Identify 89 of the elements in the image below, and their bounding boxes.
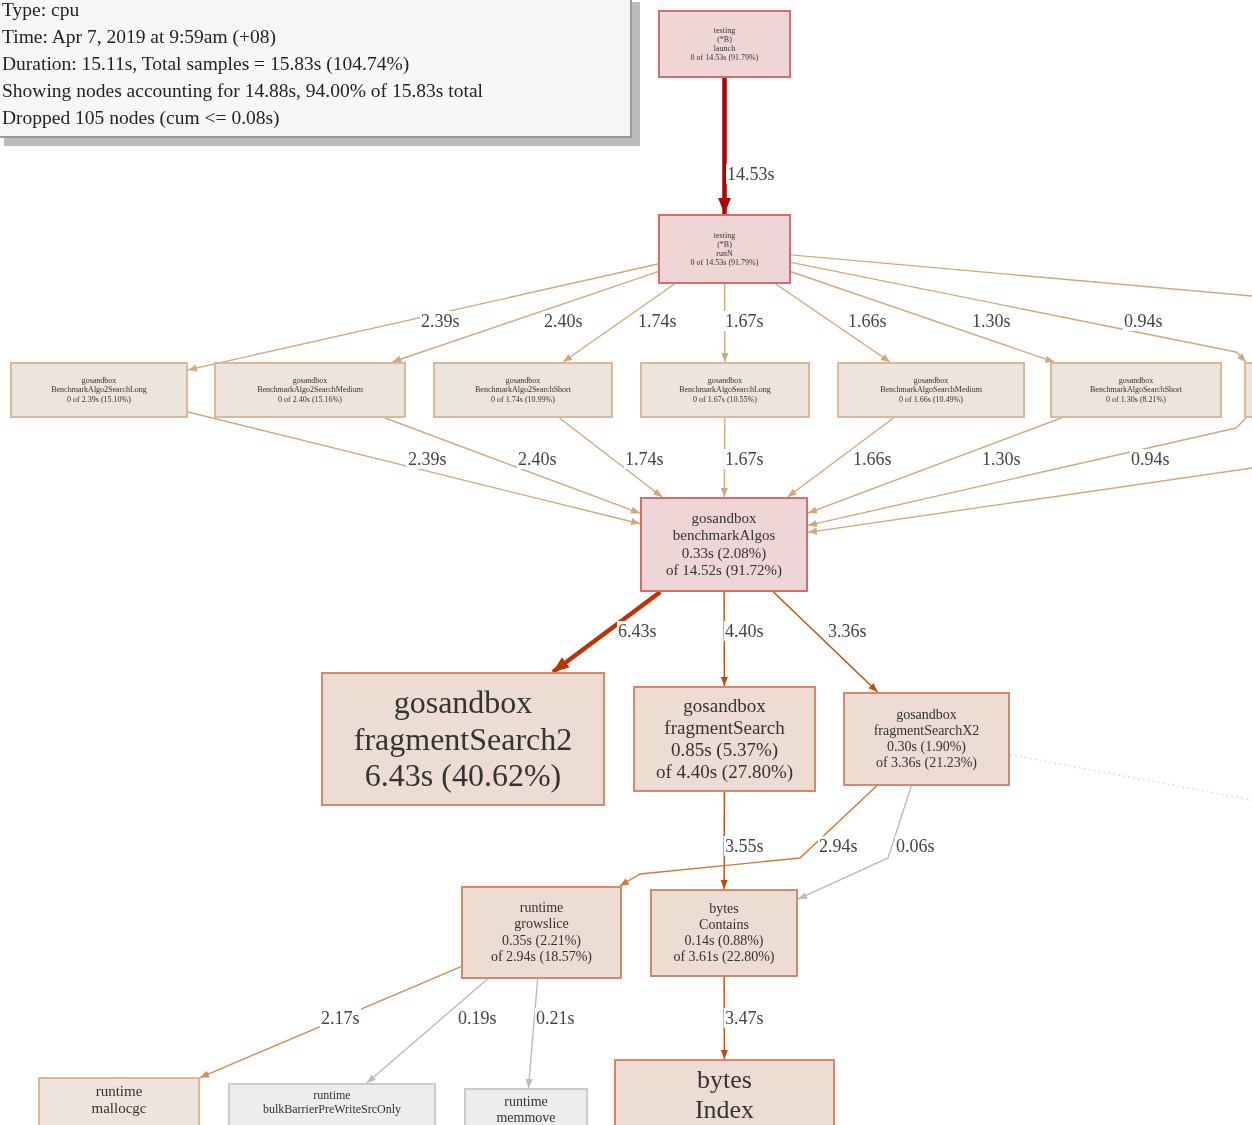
function-text: runtime bbox=[504, 1094, 548, 1111]
function-text: 0 of 1.74s (10.99%) bbox=[491, 394, 555, 404]
function-text: 0 of 1.30s (8.21%) bbox=[1106, 394, 1166, 404]
function-text: 0 of 2.39s (15.10%) bbox=[67, 394, 131, 404]
function-text: fragmentSearch bbox=[664, 717, 785, 739]
info-text: Dropped 105 nodes (cum <= 0.08s) bbox=[2, 106, 281, 130]
function-box bbox=[461, 886, 622, 979]
function-box bbox=[640, 497, 808, 592]
function-text: gosandbox bbox=[913, 376, 949, 386]
function-text: Contains bbox=[699, 916, 749, 933]
edge-label: 2.17s bbox=[320, 1008, 361, 1028]
function-text: bytes bbox=[709, 900, 739, 917]
function-text: 0.30s (1.90%) bbox=[887, 739, 966, 756]
function-text: runtime bbox=[95, 1083, 143, 1101]
function-text: gosandbox bbox=[292, 376, 328, 386]
function-text: 0 of 1.66s (10.49%) bbox=[899, 394, 963, 404]
edge-label: 2.39s bbox=[407, 449, 448, 469]
edge-label: 3.55s bbox=[724, 836, 765, 856]
function-text: BenchmarkAlgoSearchShort bbox=[1090, 385, 1182, 395]
info-text: Time: Apr 7, 2019 at 9:59am (+08) bbox=[2, 25, 278, 49]
function-text: of 14.52s (91.72%) bbox=[666, 561, 782, 579]
function-text: 0.85s (5.37%) bbox=[670, 739, 779, 761]
function-text: launch bbox=[713, 44, 736, 54]
function-text: gosandbox bbox=[683, 695, 766, 718]
function-text: 0 of 14.53s (91.79%) bbox=[690, 258, 759, 268]
function-box bbox=[10, 362, 188, 418]
function-text: 0 of 1.67s (10.55%) bbox=[693, 394, 757, 404]
function-text: bytes bbox=[697, 1065, 752, 1095]
function-text: (*B) bbox=[717, 34, 732, 44]
function-text: 0.33s (2.08%) bbox=[681, 544, 767, 562]
edge-label: 14.53s bbox=[726, 164, 776, 184]
info-text: Showing nodes accounting for 14.88s, 94.00% of 15.83s total bbox=[2, 79, 484, 103]
function-text: testing bbox=[713, 230, 736, 240]
function-text: gosandbox bbox=[707, 376, 743, 386]
function-text: fragmentSearch2 bbox=[353, 720, 573, 758]
function-box bbox=[214, 362, 406, 418]
function-text: BenchmarkAlgo2SearchLong bbox=[51, 385, 147, 395]
function-text: benchmarkAlgos bbox=[672, 527, 776, 545]
function-text: of 2.94s (18.57%) bbox=[490, 948, 593, 965]
function-text: BenchmarkAlgo2SearchShort bbox=[475, 385, 571, 395]
edge-label: 1.67s bbox=[724, 311, 765, 331]
function-box bbox=[633, 686, 816, 792]
info-text: Duration: 15.11s, Total samples = 15.83s (104.74%) bbox=[2, 52, 411, 76]
function-text: 6.43s (40.62%) bbox=[364, 757, 562, 795]
function-box bbox=[658, 10, 791, 78]
function-text: runtime bbox=[313, 1089, 351, 1103]
edge-label: 1.74s bbox=[624, 449, 665, 469]
function-text: gosandbox bbox=[81, 376, 117, 386]
function-box bbox=[843, 692, 1010, 786]
function-text: BenchmarkAlgo2SearchMedium bbox=[257, 385, 363, 395]
function-text: 0 of 2.40s (15.16%) bbox=[278, 394, 342, 404]
function-text: of 3.36s (21.23%) bbox=[875, 755, 978, 772]
function-text: memmove bbox=[496, 1110, 556, 1125]
function-text: gosandbox bbox=[505, 376, 541, 386]
function-box bbox=[658, 214, 791, 284]
function-text: 0.14s (0.88%) bbox=[684, 933, 764, 950]
function-box bbox=[650, 889, 798, 977]
function-box bbox=[614, 1059, 835, 1125]
function-text: runN bbox=[716, 249, 733, 259]
function-box bbox=[1050, 362, 1222, 418]
edge-label: 3.47s bbox=[724, 1008, 765, 1028]
function-box bbox=[640, 362, 810, 418]
info-text: Type: cpu bbox=[2, 0, 81, 22]
function-text: bulkBarrierPreWriteSrcOnly bbox=[262, 1102, 402, 1117]
function-text: growslice bbox=[514, 916, 569, 933]
function-text: gosandbox bbox=[691, 510, 757, 528]
edge-label: 0.94s bbox=[1123, 311, 1164, 331]
function-text: BenchmarkAlgoSearchMedium bbox=[880, 385, 982, 395]
edge-label: 1.67s bbox=[724, 449, 765, 469]
function-text: fragmentSearchX2 bbox=[873, 722, 980, 739]
function-box bbox=[837, 362, 1025, 418]
function-text: BenchmarkAlgoSearchLong bbox=[679, 385, 771, 395]
function-text: gosandbox bbox=[1118, 376, 1154, 386]
function-text: 0 of 14.53s (91.79%) bbox=[690, 53, 759, 63]
edge-label: 2.40s bbox=[517, 449, 558, 469]
function-box bbox=[433, 362, 613, 418]
function-text: (*B) bbox=[717, 239, 732, 249]
function-text: mallocgc bbox=[91, 1100, 147, 1118]
function-text: of 3.61s (22.80%) bbox=[673, 949, 775, 966]
function-text: 0.35s (2.21%) bbox=[502, 932, 581, 949]
function-box bbox=[228, 1083, 436, 1125]
function-box bbox=[321, 672, 605, 806]
edge-label: 4.40s bbox=[724, 621, 765, 641]
function-text: of 4.40s (27.80%) bbox=[655, 760, 794, 783]
function-text: gosandbox bbox=[393, 683, 533, 721]
function-text: gosandbox bbox=[896, 706, 957, 723]
function-text: Index bbox=[694, 1094, 755, 1125]
function-text: runtime bbox=[519, 900, 564, 917]
function-text: testing bbox=[713, 25, 736, 35]
